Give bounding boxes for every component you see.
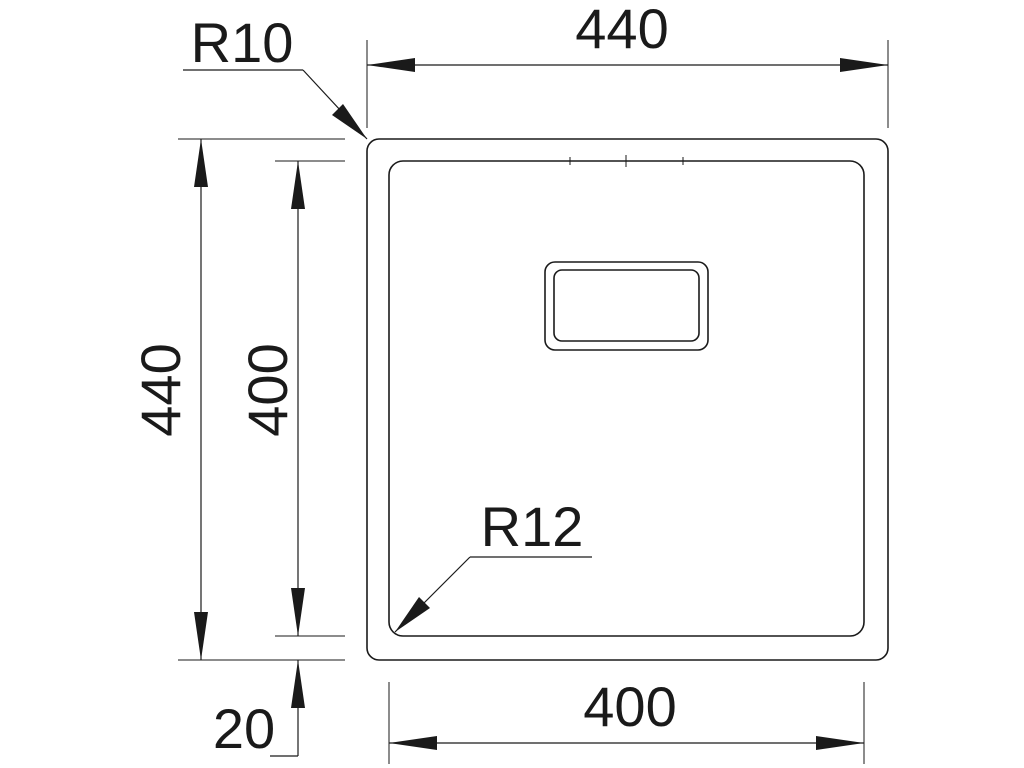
- dimension-label-top: 440: [575, 0, 668, 60]
- arrowhead: [367, 58, 415, 72]
- sink-outer-rim: [366, 138, 889, 661]
- arrowhead: [194, 612, 208, 660]
- dimension-label-offset: 20: [213, 697, 275, 760]
- radius-leader-r10: R10: [183, 11, 368, 140]
- drain-outlet: [544, 261, 709, 351]
- arrowhead: [816, 736, 864, 750]
- radius-label-r12: R12: [481, 495, 584, 558]
- sink-inner-bowl: [388, 160, 865, 637]
- arrowhead: [291, 588, 305, 636]
- dimension-left-440: 440: [129, 138, 345, 661]
- dimension-label-left-outer: 440: [129, 343, 192, 436]
- dimension-left-400: 400: [236, 160, 345, 637]
- dimension-offset-20: 20: [213, 660, 305, 760]
- sink-body: [366, 138, 889, 661]
- drain-inner: [553, 269, 700, 342]
- dimension-top-440: 440: [366, 0, 889, 128]
- dimension-label-bottom: 400: [583, 675, 676, 738]
- arrowhead: [395, 597, 430, 632]
- arrowhead: [840, 58, 888, 72]
- radius-label-r10: R10: [191, 11, 294, 74]
- arrowhead: [389, 736, 437, 750]
- arrowhead: [194, 139, 208, 187]
- arrowhead: [332, 104, 367, 139]
- dimension-label-left-inner: 400: [236, 343, 299, 436]
- radius-leader-r12: R12: [394, 495, 592, 633]
- arrowhead: [291, 161, 305, 209]
- arrowhead: [291, 660, 305, 708]
- overflow-marks: [569, 155, 684, 167]
- drain-outer: [544, 261, 709, 351]
- dimension-bottom-400: 400: [388, 675, 865, 764]
